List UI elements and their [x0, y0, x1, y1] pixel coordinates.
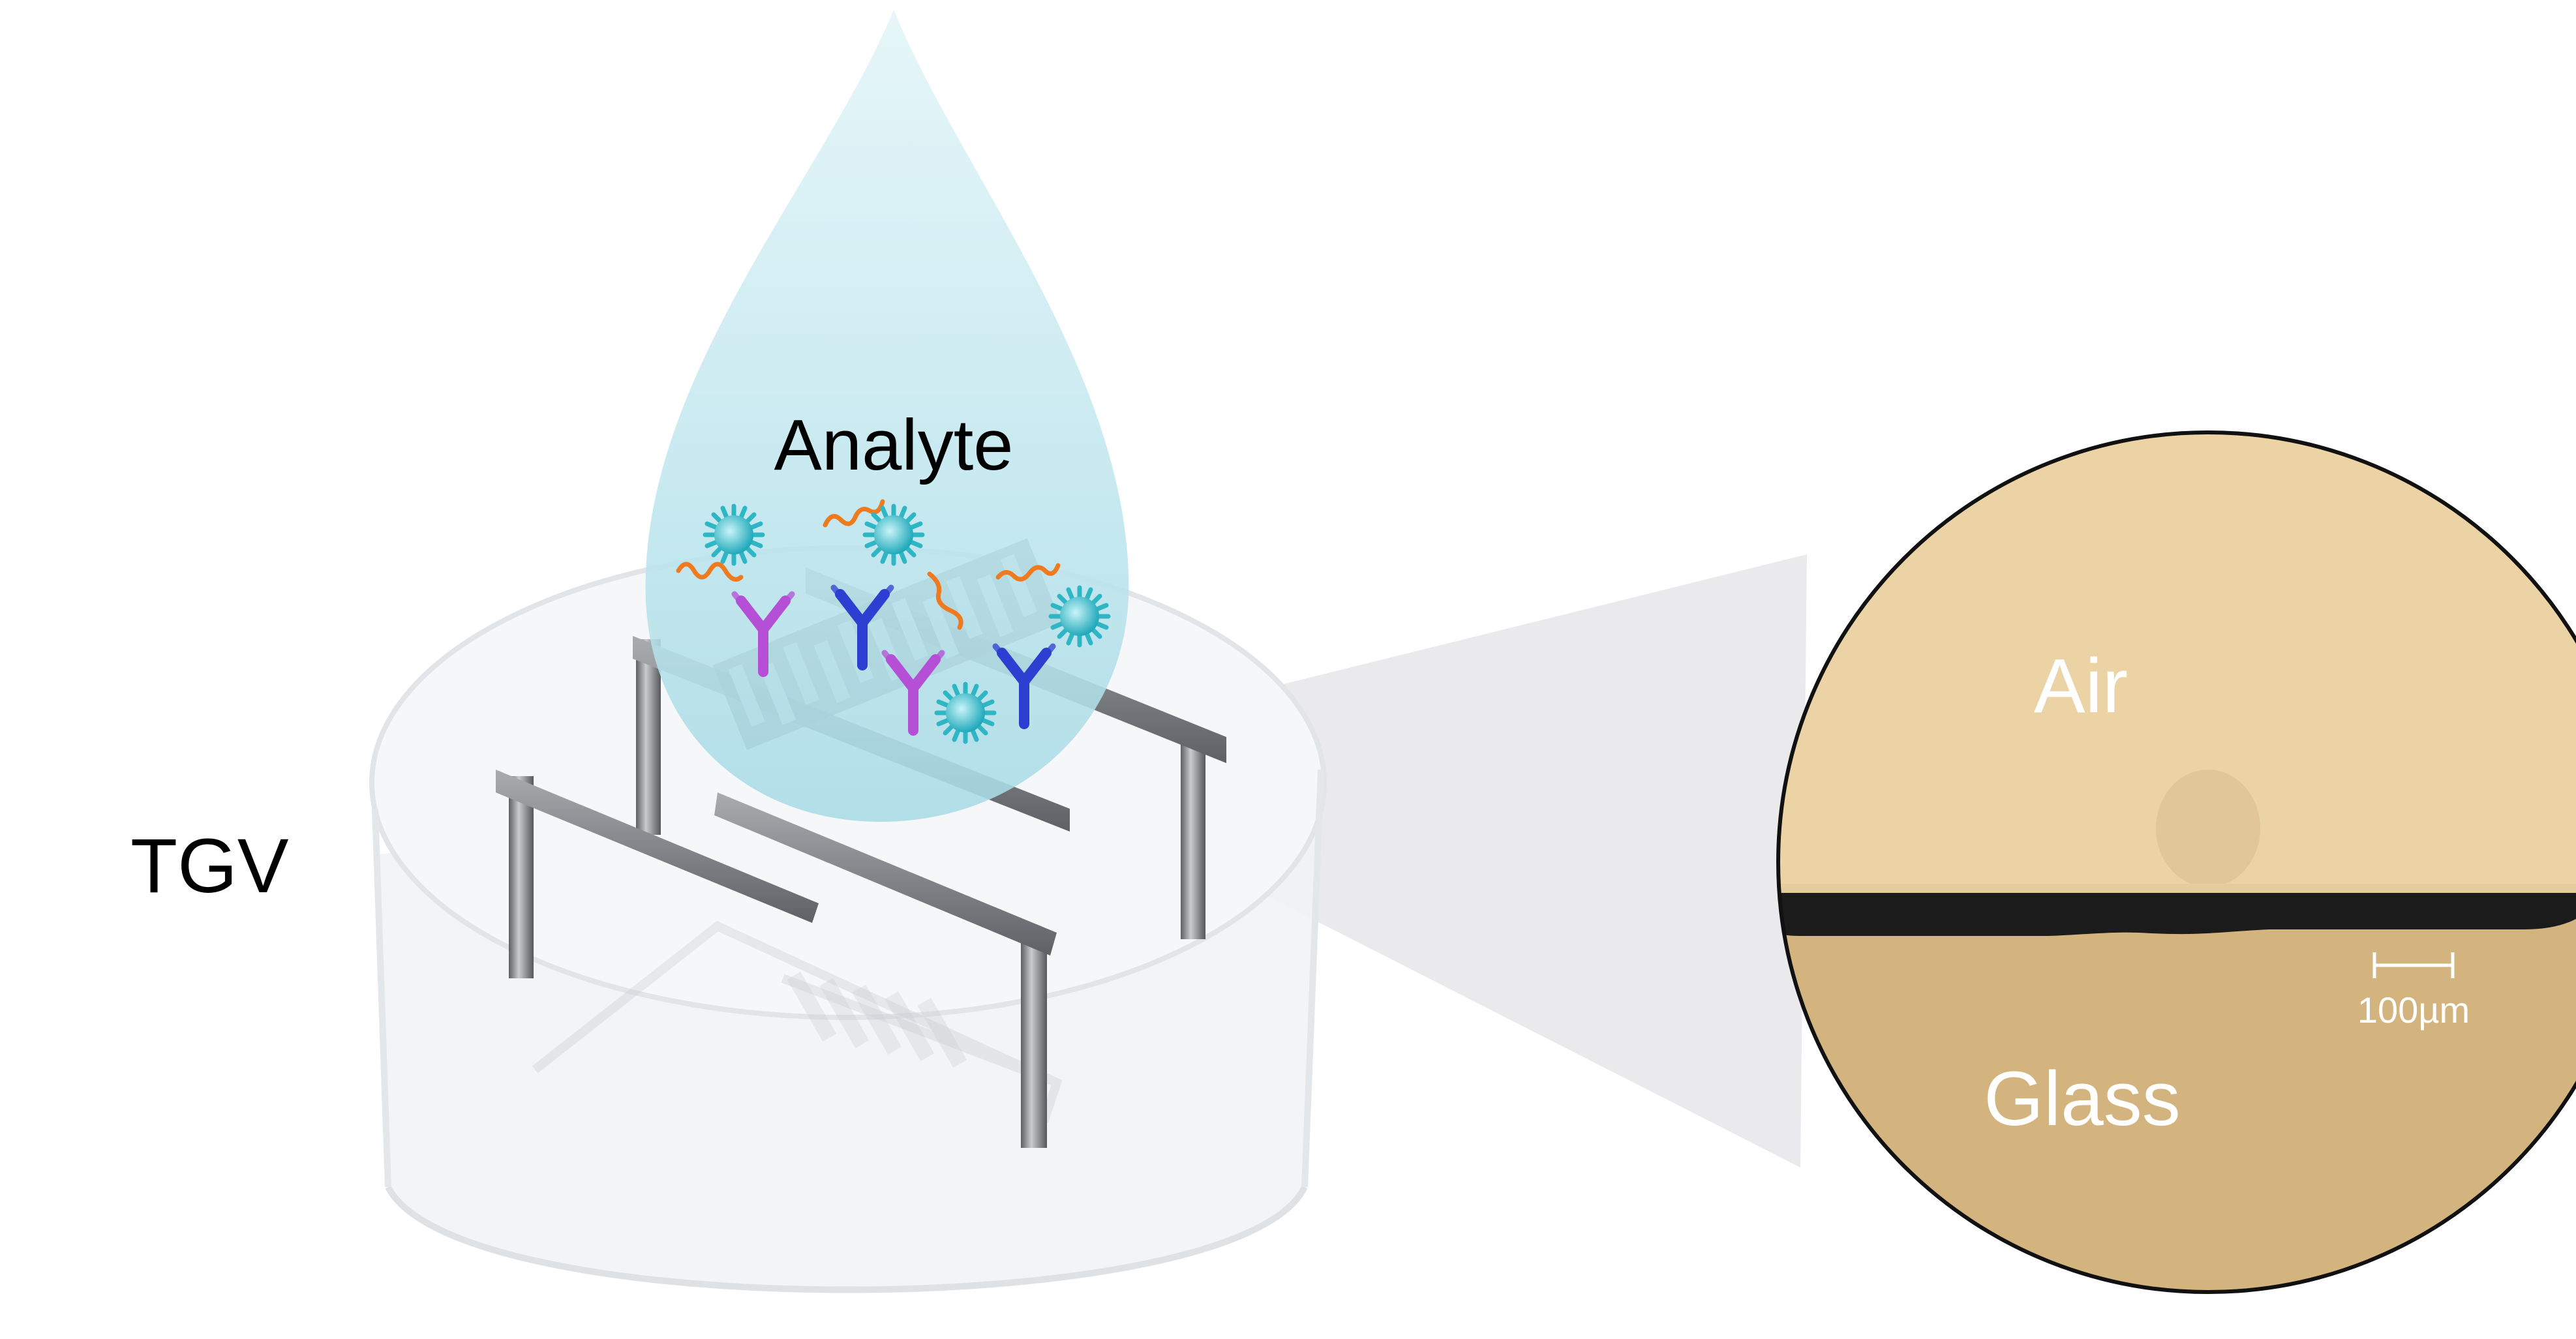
via-mid-left	[636, 639, 661, 835]
electrode-left-top	[496, 770, 819, 923]
glass-label: Glass	[1984, 1056, 2181, 1142]
virus-icon	[1051, 588, 1108, 645]
wavy-strand-icon	[927, 571, 963, 630]
scale-bar-label: 100µm	[2357, 989, 2470, 1031]
wavy-strand-icon	[676, 562, 744, 582]
glass-air-interface	[1778, 879, 2576, 936]
microscope-inset	[1776, 430, 2576, 1294]
air-label: Air	[2034, 643, 2128, 729]
virus-icon	[937, 684, 994, 742]
virus-icon	[705, 506, 763, 564]
tgv-label: TGV	[130, 823, 289, 909]
via-back-right	[1181, 737, 1205, 939]
wavy-strand-icon	[823, 499, 885, 528]
electrode-right-top	[714, 792, 1057, 955]
wavy-strand-icon	[995, 563, 1061, 582]
scale-bar	[2372, 952, 2455, 978]
strands	[676, 499, 1061, 630]
via-front	[1021, 939, 1047, 1148]
via-left	[509, 776, 534, 978]
analyte-label: Analyte	[774, 405, 1014, 485]
virus-icon	[865, 506, 922, 564]
